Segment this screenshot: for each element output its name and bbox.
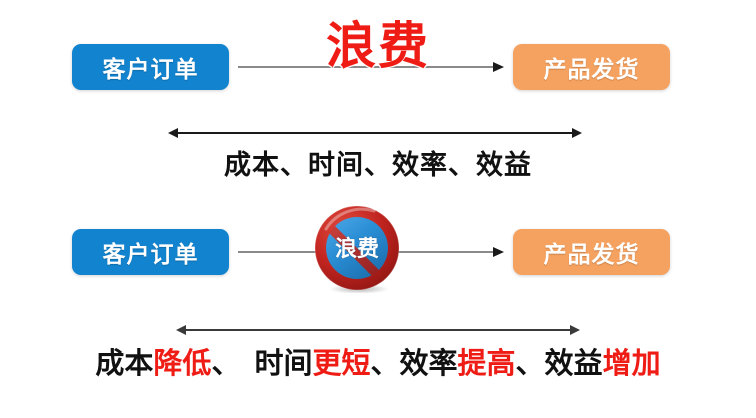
measure-arrow-top-line <box>174 132 576 134</box>
bottom-caption: 成本降低、时间更短、效率提高、效益增加 <box>0 340 756 382</box>
bottom-customer-order-box: 客户订单 <box>72 229 229 275</box>
measure-arrow-top <box>168 127 582 139</box>
flow-arrow-top-head-icon <box>493 62 504 72</box>
caption-segment-highlight: 提高 <box>457 346 516 380</box>
caption-segment-highlight: 更短 <box>312 346 371 380</box>
top-customer-order-box: 客户订单 <box>72 44 229 90</box>
measure-arrow-top-right-head-icon <box>572 128 582 138</box>
caption-segment: 成本 <box>95 346 154 380</box>
prohibition-sign-label: 浪费 <box>335 236 379 262</box>
prohibition-sign-icon: 浪费 <box>314 205 400 293</box>
flow-arrow-top-line <box>238 66 493 68</box>
flow-arrow-bottom-head-icon <box>493 247 504 257</box>
caption-segment: 效益 <box>544 346 603 380</box>
flow-arrow-top <box>238 60 504 74</box>
caption-segment: 、 <box>211 346 241 380</box>
bottom-product-shipment-box: 产品发货 <box>513 229 670 275</box>
top-caption: 成本、时间、效率、效益 <box>224 150 532 181</box>
caption-segment: 效率 <box>399 346 458 380</box>
caption-segment-highlight: 增加 <box>602 346 661 380</box>
top-product-shipment-box: 产品发货 <box>513 44 670 90</box>
measure-arrow-bottom <box>176 324 580 336</box>
measure-arrow-top-left-head-icon <box>168 128 178 138</box>
caption-segment: 、 <box>515 346 545 380</box>
measure-arrow-bottom-line <box>182 329 574 331</box>
caption-segment: 时间 <box>254 346 313 380</box>
caption-segment-highlight: 降低 <box>153 346 212 380</box>
top-waste-overlay-label: 浪费 <box>326 17 430 75</box>
measure-arrow-bottom-right-head-icon <box>570 325 580 335</box>
measure-arrow-bottom-left-head-icon <box>176 325 186 335</box>
caption-segment: 、 <box>370 346 400 380</box>
